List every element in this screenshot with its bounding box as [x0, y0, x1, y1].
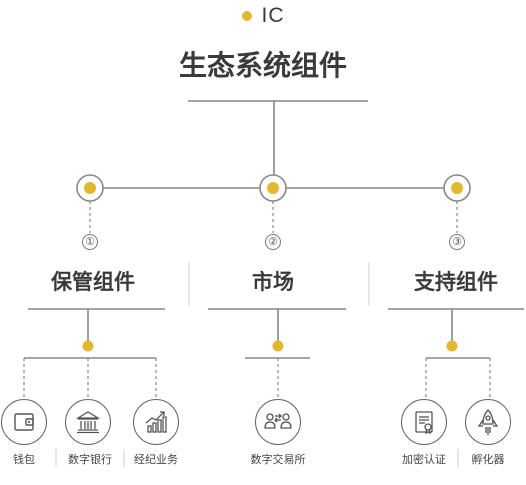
section-2-number: ② [265, 234, 281, 250]
section-1-title: 保管组件 [51, 270, 135, 294]
exchange-icon [255, 399, 301, 445]
section-2-title: 市场 [252, 270, 294, 294]
section-3-number: ③ [449, 234, 465, 250]
wallet-icon [1, 399, 47, 445]
section-dots [82, 340, 458, 352]
item-label-digital-bank: 数字银行 [68, 453, 112, 466]
diagram-title: 生态系统组件 [178, 49, 347, 82]
item-label-crypto-certification: 加密认证 [402, 453, 446, 466]
item-label-wallet: 钱包 [13, 453, 35, 466]
brand: IC [0, 2, 526, 30]
item-label-digital-exchange: 数字交易所 [250, 453, 306, 466]
brand-name: IC [261, 4, 285, 27]
bank-icon [65, 399, 111, 445]
section-1-number: ① [82, 234, 98, 250]
item-label-incubator: 孵化器 [471, 453, 505, 466]
section-3-title: 支持组件 [414, 270, 498, 294]
top-nodes [76, 174, 471, 202]
growth-chart-icon [133, 399, 179, 445]
item-label-brokerage: 经纪业务 [134, 453, 178, 466]
rocket-icon [465, 399, 511, 445]
brand-dot-icon [241, 11, 252, 21]
certificate-icon [401, 399, 447, 445]
